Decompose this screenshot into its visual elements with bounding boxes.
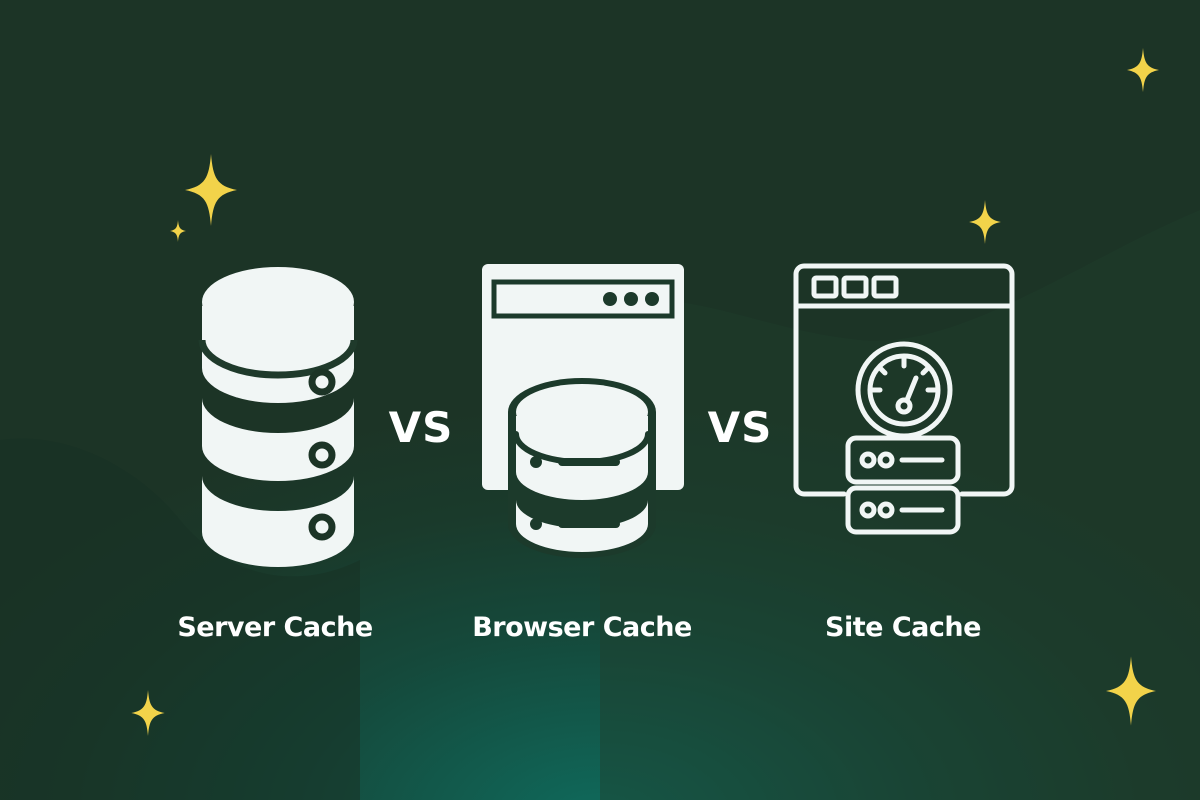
- four-point-star-icon: [131, 690, 165, 736]
- four-point-star-icon: [185, 154, 237, 226]
- browser-cache-label: Browser Cache: [472, 612, 692, 643]
- four-point-star-icon: [170, 220, 186, 242]
- vs-separator-2: VS: [707, 403, 773, 452]
- vs-separator-1: VS: [388, 403, 454, 452]
- server-database-icon: [198, 267, 358, 567]
- website-speed-gauge-server-icon: [793, 263, 1015, 535]
- four-point-star-icon: [969, 200, 1001, 244]
- four-point-star-icon: [1127, 47, 1159, 93]
- browser-window-database-icon: [482, 264, 684, 558]
- four-point-star-icon: [1106, 656, 1156, 726]
- server-cache-label: Server Cache: [177, 612, 373, 643]
- site-cache-label: Site Cache: [825, 612, 981, 643]
